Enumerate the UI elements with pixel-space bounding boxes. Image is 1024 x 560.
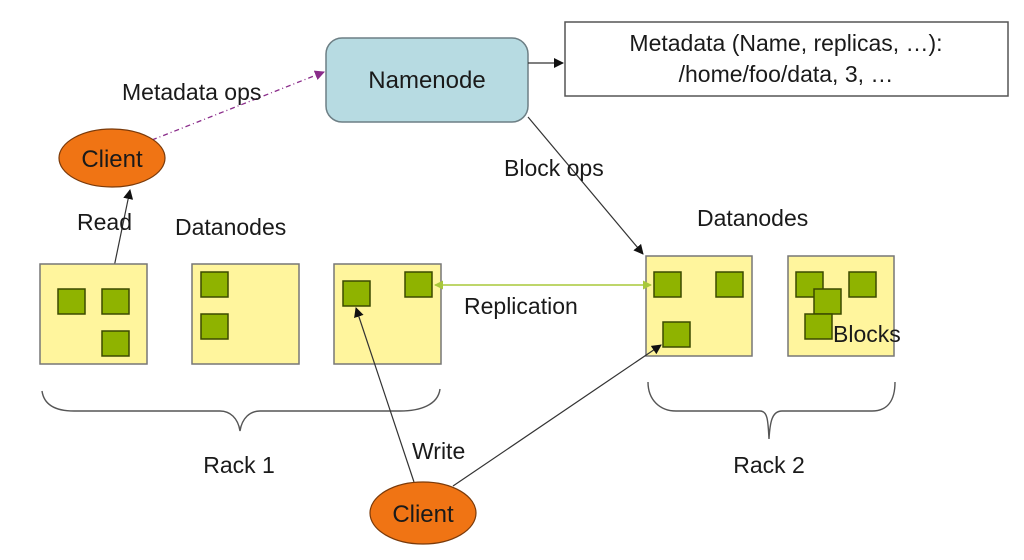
rack2-datanode-1	[645, 255, 753, 357]
block	[404, 271, 433, 298]
block	[101, 288, 130, 315]
rack2-label: Rack 2	[733, 452, 805, 478]
block	[804, 313, 833, 340]
block	[653, 271, 682, 298]
block-ops-label: Block ops	[504, 155, 604, 181]
block-ops-arrow	[527, 116, 644, 255]
metadata-line-1: Metadata (Name, replicas, …):	[629, 30, 942, 56]
block	[200, 313, 229, 340]
datanodes-label-rack2: Datanodes	[697, 205, 808, 231]
block	[200, 271, 229, 298]
metadata-ops-arrow	[151, 70, 325, 141]
namenode: Namenode	[325, 37, 529, 123]
block	[101, 330, 130, 357]
read-arrow	[112, 189, 134, 273]
block	[57, 288, 86, 315]
block	[813, 288, 842, 315]
rack2-datanode-2: Blocks	[787, 255, 901, 357]
write-arrow-rack1	[354, 307, 415, 483]
rack1-datanode-3	[333, 263, 442, 365]
write-arrow-rack2	[452, 344, 662, 487]
rack2-brace	[647, 381, 896, 440]
rack1-datanode-2	[191, 263, 300, 365]
datanodes-label-rack1: Datanodes	[175, 214, 286, 240]
metadata-line-2: /home/foo/data, 3, …	[679, 61, 894, 87]
rack1-brace	[41, 388, 441, 432]
block	[342, 280, 371, 307]
client-reader-label: Client	[81, 146, 143, 173]
block	[848, 271, 877, 298]
write-label: Write	[412, 438, 465, 464]
read-label: Read	[77, 209, 132, 235]
client-reader: Client	[58, 128, 166, 188]
namenode-label: Namenode	[368, 67, 485, 94]
client-writer-label: Client	[392, 501, 454, 528]
metadata-box: Metadata (Name, replicas, …): /home/foo/…	[564, 21, 1009, 97]
rack1-datanode-1	[39, 263, 148, 365]
block	[715, 271, 744, 298]
replication-label: Replication	[464, 293, 578, 319]
block	[662, 321, 691, 348]
metadata-ops-label: Metadata ops	[122, 79, 261, 105]
blocks-label: Blocks	[833, 321, 901, 347]
client-writer: Client	[369, 481, 477, 545]
rack1-label: Rack 1	[203, 452, 275, 478]
